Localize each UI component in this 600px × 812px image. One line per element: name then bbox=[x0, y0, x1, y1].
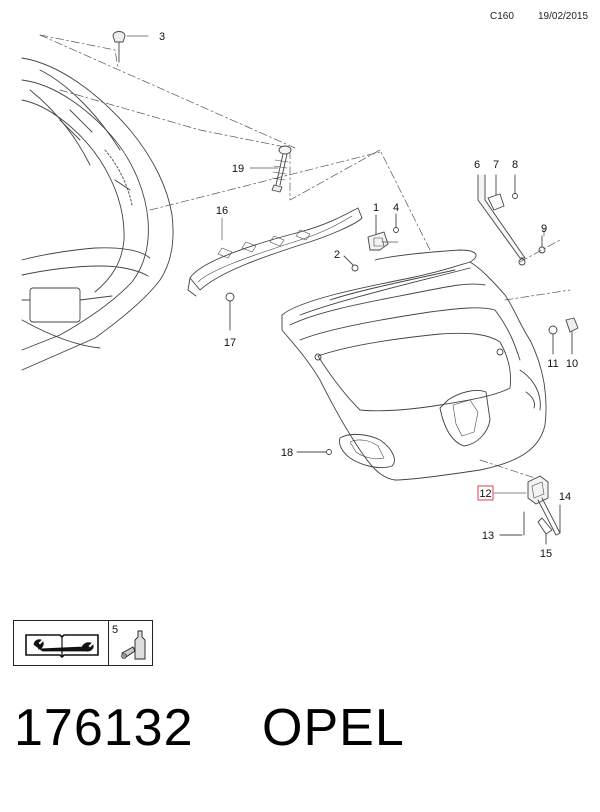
callout-17: 17 bbox=[224, 337, 236, 349]
callout-2: 2 bbox=[334, 249, 340, 261]
callout-10: 10 bbox=[566, 358, 578, 370]
legend-number: 5 bbox=[112, 624, 119, 636]
part-16-trim-panel bbox=[187, 207, 363, 297]
callout-8: 8 bbox=[512, 159, 518, 171]
part-10-bumper bbox=[565, 317, 579, 355]
part-9-nut bbox=[538, 235, 546, 254]
part-6-strut bbox=[477, 174, 526, 266]
callout-12: 12 bbox=[479, 488, 491, 500]
lubricant-bottle-icon bbox=[121, 630, 146, 660]
exploded-parts-diagram: 1 2 3 4 6 7 8 9 10 11 12 13 14 15 16 17 … bbox=[21, 31, 579, 560]
part-4-screw bbox=[393, 213, 399, 233]
callout-7: 7 bbox=[493, 159, 499, 171]
callout-4: 4 bbox=[393, 202, 399, 214]
part-3-clip bbox=[112, 31, 126, 63]
callout-6: 6 bbox=[474, 159, 480, 171]
tailgate-outline bbox=[281, 249, 547, 481]
part-8-bolt bbox=[512, 174, 518, 199]
callout-leaders bbox=[126, 35, 545, 243]
footer-brand: OPEL bbox=[262, 699, 405, 757]
manual-wrench-icon bbox=[25, 634, 99, 659]
callout-13: 13 bbox=[482, 530, 494, 542]
callout-1: 1 bbox=[373, 202, 379, 214]
part-7-bracket bbox=[487, 174, 505, 211]
legend-divider bbox=[108, 621, 109, 665]
part-12-latch bbox=[493, 475, 549, 505]
diagram-code: C160 bbox=[490, 11, 514, 22]
part-18-screw bbox=[296, 449, 332, 455]
callout-16: 16 bbox=[216, 205, 228, 217]
callout-15: 15 bbox=[540, 548, 552, 560]
callout-18: 18 bbox=[281, 447, 293, 459]
callout-9: 9 bbox=[541, 223, 547, 235]
diagram-date: 19/02/2015 bbox=[538, 11, 589, 22]
part-2-bolt bbox=[343, 255, 359, 272]
callout-14: 14 bbox=[559, 491, 571, 503]
part-13-screw bbox=[499, 511, 525, 536]
callout-11: 11 bbox=[547, 358, 558, 370]
part-14-rod bbox=[537, 497, 561, 536]
part-1-lock bbox=[367, 214, 389, 251]
callout-3: 3 bbox=[159, 31, 165, 43]
part-19-spring bbox=[271, 145, 292, 193]
callout-19: 19 bbox=[232, 163, 244, 175]
legend-box: 5 bbox=[13, 620, 153, 666]
part-17-fastener bbox=[225, 292, 235, 331]
part-15-clip bbox=[537, 517, 553, 545]
leader-lines bbox=[39, 34, 571, 479]
part-11-cap bbox=[548, 325, 558, 355]
car-body-rear-outline bbox=[21, 57, 174, 371]
footer-part-number: 176132 bbox=[14, 699, 194, 757]
callout-12-highlight bbox=[477, 485, 494, 501]
